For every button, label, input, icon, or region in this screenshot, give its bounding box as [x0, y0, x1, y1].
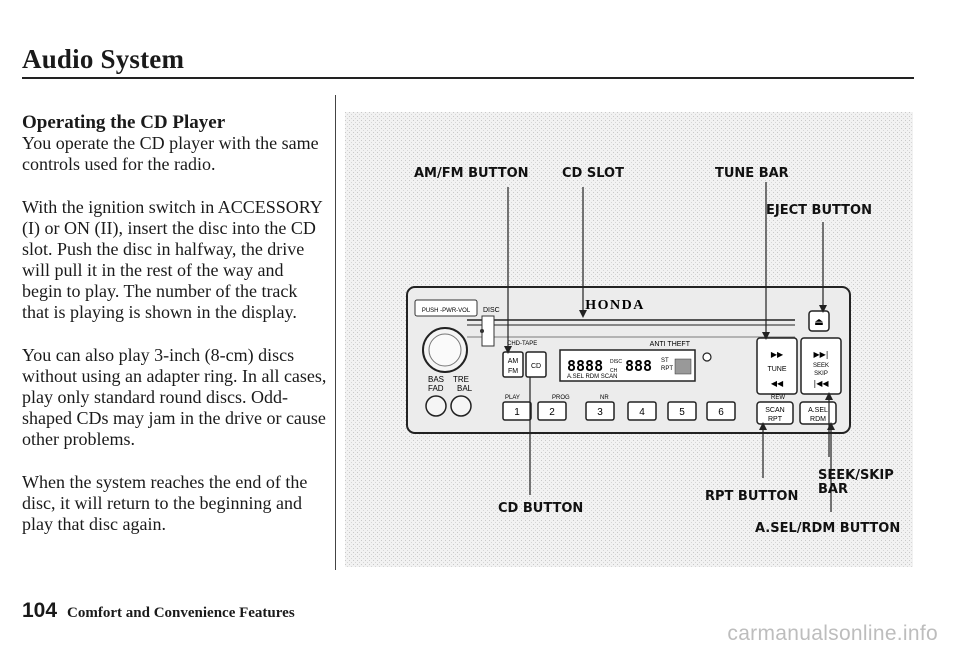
- paragraph-end-of-disc: When the system reaches the end of the d…: [22, 472, 308, 534]
- fad-label: FAD: [428, 384, 444, 393]
- preset-label-4: 4: [639, 407, 645, 418]
- callout-seek-skip-bar-line2: BAR: [818, 482, 848, 497]
- scan-label: SCAN: [765, 407, 784, 414]
- text-column: Operating the CD Player You operate the …: [22, 113, 327, 557]
- preset-button-3[interactable]: [585, 401, 615, 421]
- svg-text:◀◀: ◀◀: [771, 379, 784, 388]
- preset-label-3: 3: [597, 407, 603, 418]
- tre-label: TRE: [453, 375, 469, 384]
- rpt-label: RPT: [768, 416, 783, 423]
- asel-rdm-button[interactable]: [799, 401, 837, 425]
- callout-tune-bar: TUNE BAR: [715, 166, 789, 181]
- knob-label: PUSH -PWR-VOL: [422, 308, 471, 314]
- nr-label: NR: [600, 395, 609, 401]
- column-divider: [335, 95, 336, 570]
- paragraph-insert-disc: With the ignition switch in ACCESSORY (I…: [22, 197, 323, 322]
- anti-theft-indicator: [702, 352, 712, 362]
- tune-label: TUNE: [767, 366, 786, 373]
- display-st: ST: [661, 358, 669, 364]
- display-ch-label: CH: [610, 368, 618, 374]
- seek-label: SEEK: [813, 363, 829, 369]
- preset-label-1: 1: [514, 407, 520, 418]
- cd-button[interactable]: [525, 351, 547, 378]
- play-label: PLAY: [505, 395, 520, 401]
- rpt-button[interactable]: [756, 401, 794, 425]
- prog-label: PROG: [552, 395, 570, 401]
- preset-button-5[interactable]: [667, 401, 697, 421]
- preset-button-6[interactable]: [706, 401, 736, 421]
- paragraph-disc-sizes: You can also play 3-inch (8-cm) discs wi…: [22, 345, 327, 449]
- watermark: carmanualsonline.info: [727, 622, 938, 645]
- paragraph-intro: You operate the CD player with the same …: [22, 133, 319, 174]
- am-fm-button[interactable]: [502, 351, 524, 378]
- preset-label-6: 6: [718, 407, 724, 418]
- callout-lines: [504, 182, 835, 512]
- display-digits-2: 888: [625, 357, 652, 375]
- section-heading: Operating the CD Player: [22, 112, 226, 133]
- skip-label: SKIP: [814, 371, 828, 377]
- display-modes: A.SEL RDM SCAN: [567, 374, 617, 380]
- display-disc-label: DISC: [610, 359, 622, 365]
- callout-am-fm-button: AM/FM BUTTON: [414, 166, 529, 181]
- header-rule: [22, 77, 914, 79]
- preset-button-1[interactable]: [502, 401, 532, 421]
- display-rpt: RPT: [661, 366, 673, 372]
- display-digits: 8888: [567, 357, 603, 375]
- callout-rpt-button: RPT BUTTON: [705, 489, 798, 504]
- bal-label: BAL: [457, 384, 473, 393]
- radio-brand: HONDA: [585, 298, 645, 313]
- svg-text:▶▶: ▶▶: [771, 350, 784, 359]
- page-footer: 104 Comfort and Convenience Features: [22, 599, 295, 623]
- preset-button-2[interactable]: [537, 401, 567, 421]
- disc-label: DISC: [483, 307, 500, 314]
- bas-label: BAS: [428, 375, 444, 384]
- cd-am-header: CHD-TAPE: [507, 341, 537, 347]
- callout-eject-button: EJECT BUTTON: [766, 203, 872, 218]
- callout-seek-skip-bar-line1: SEEK/SKIP: [818, 468, 894, 483]
- rdm-label: RDM: [810, 416, 826, 423]
- bass-fader-knob[interactable]: [425, 395, 447, 417]
- callout-cd-slot: CD SLOT: [562, 166, 624, 181]
- preset-label-2: 2: [549, 407, 555, 418]
- radio-diagram: HONDA PUSH -PWR-VOL DISC BAS TRE FAD BAL…: [345, 112, 913, 567]
- svg-text:▶▶|: ▶▶|: [814, 350, 829, 359]
- svg-text:|◀◀: |◀◀: [814, 379, 830, 388]
- eject-button[interactable]: [808, 310, 830, 332]
- tune-bar[interactable]: [756, 337, 798, 395]
- page-title: Audio System: [22, 44, 185, 74]
- asel-label: A.SEL: [808, 407, 828, 414]
- am-label: AM: [508, 358, 519, 365]
- preset-label-5: 5: [679, 407, 685, 418]
- preset-button-4[interactable]: [627, 401, 657, 421]
- callout-cd-button: CD BUTTON: [498, 501, 583, 516]
- seek-skip-bar[interactable]: [800, 337, 842, 395]
- rew-label: REW: [771, 395, 785, 401]
- anti-theft-label: ANTI THEFT: [650, 341, 691, 348]
- page-number: 104: [22, 599, 58, 622]
- cd-label: CD: [531, 363, 541, 370]
- preset-buttons: 1 2 3 4 5 6: [502, 401, 736, 421]
- treble-balance-knob[interactable]: [450, 395, 472, 417]
- display-panel: [559, 349, 696, 382]
- footer-text: Comfort and Convenience Features: [67, 605, 295, 621]
- eject-icon: ⏏: [814, 317, 823, 328]
- callout-asel-rdm-button: A.SEL/RDM BUTTON: [755, 521, 900, 536]
- fm-label: FM: [508, 368, 518, 375]
